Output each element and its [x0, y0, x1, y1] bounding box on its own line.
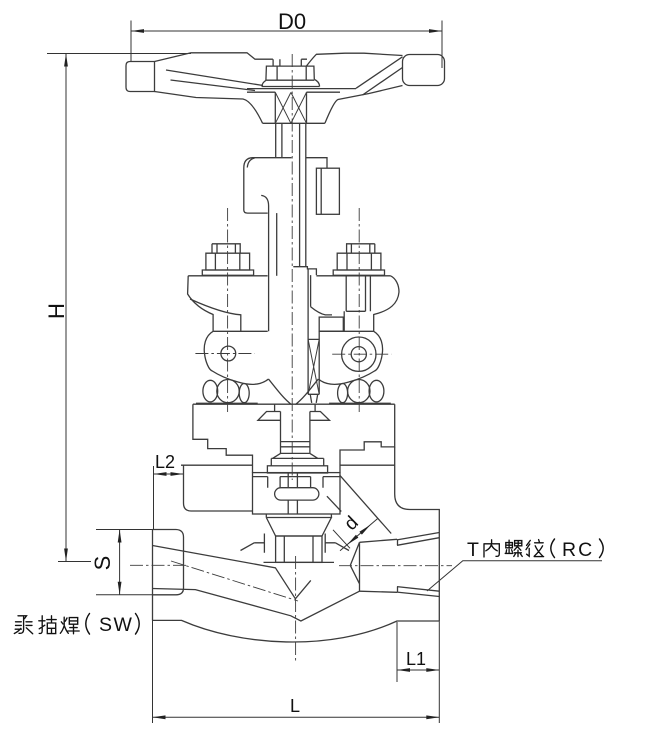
svg-text:T: T — [467, 539, 479, 561]
svg-text:L: L — [290, 696, 300, 716]
svg-text:SW: SW — [99, 614, 133, 636]
svg-text:L2: L2 — [155, 452, 175, 472]
svg-text:RC: RC — [562, 539, 594, 561]
svg-text:S: S — [90, 556, 115, 571]
svg-text:D0: D0 — [278, 9, 306, 34]
svg-text:L1: L1 — [406, 649, 426, 669]
svg-text:H: H — [44, 303, 69, 319]
